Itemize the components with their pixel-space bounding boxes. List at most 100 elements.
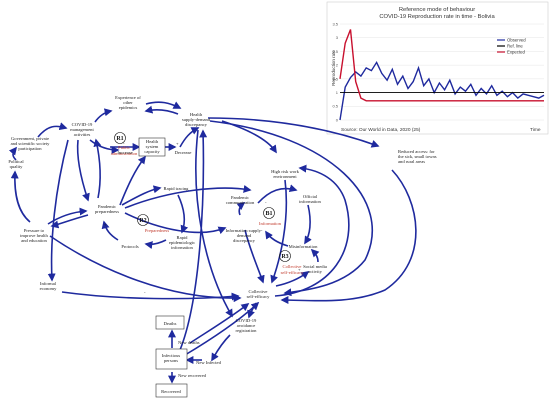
- chart-title-1: Reference mode of behaviour: [399, 7, 475, 13]
- link-avoid-to-newinfected: [211, 334, 231, 362]
- var-high-risk-1: High risk work: [271, 169, 300, 174]
- var-covid-avoid-2: avoidance: [237, 323, 256, 328]
- link-protocols-to-prep: [101, 220, 119, 241]
- link-misinfo-to-infosd: [265, 230, 289, 247]
- var-increase: Increase: [117, 150, 132, 155]
- chart-series-lines: [339, 29, 545, 121]
- link-infosd-to-collective: [244, 229, 265, 284]
- chart-y-label: Reproduction rate: [331, 50, 336, 86]
- var-rapid-epi-1: Rapid: [177, 235, 189, 240]
- link-pressure-to-prep: [47, 207, 88, 225]
- legend-observed: Observed: [507, 38, 526, 43]
- link-newdeaths-to-collective: [189, 303, 250, 344]
- link-collective-to-highrisk: [274, 164, 350, 297]
- var-gov-3: participation: [18, 146, 42, 151]
- var-health-sd-2: supply-demand: [182, 117, 211, 122]
- var-health-sd-1: Health: [190, 112, 203, 117]
- var-covid-mgmt-2: management: [70, 127, 94, 132]
- loop-r2-name: Preparedness: [145, 228, 169, 233]
- var-social-media-2: activity: [308, 269, 322, 274]
- link-epi-to-protocols: [144, 239, 167, 249]
- variables: Experience of other epidemics COVID-19 m…: [8, 95, 436, 394]
- chart-y-tick-label: 3: [336, 35, 339, 40]
- var-recovered: Recovered: [161, 389, 181, 394]
- loop-b1-symbol: [263, 207, 275, 219]
- var-informal-economy-1: Informal: [40, 281, 57, 286]
- link-prep-to-comm: [124, 185, 252, 209]
- loop-b1-id: B1: [265, 211, 272, 217]
- loop-r3-name-2: self-efficacy: [281, 270, 305, 275]
- var-political-2: quality: [10, 164, 23, 169]
- link-reduced-to-collective: [280, 169, 417, 305]
- chart-y-tick-label: 3.5: [332, 21, 338, 26]
- chart-source: Source: Our World in Data, 2020 (25): [341, 127, 421, 133]
- loop-symbols: R1 Public administration R2 Preparedness…: [111, 132, 305, 275]
- link-prep-to-tracing: [121, 185, 162, 206]
- link-infosd-to-comm: [236, 202, 246, 216]
- series-expected: [339, 29, 544, 102]
- link-prep-to-infosd: [124, 212, 227, 235]
- polarity-signs: - + - + - +: [104, 141, 301, 295]
- var-high-risk-2: environment: [273, 174, 297, 179]
- var-covid-avoid-3: registration: [236, 328, 258, 333]
- chart-legend: Observed Ref. line Expected: [497, 38, 526, 55]
- var-info-sd-1: Information supply-: [226, 228, 263, 233]
- link-infectious-to-collective: [184, 301, 260, 356]
- sign-3: -: [144, 290, 146, 295]
- stock-recovered: [155, 383, 188, 398]
- link-experience-to-healthsd: [145, 101, 182, 109]
- loop-r1-id: R1: [116, 136, 123, 142]
- link-healthsd-to-collective-arc: [209, 120, 374, 297]
- sign-1: -: [123, 141, 125, 146]
- var-reduced-access-1: Reduced access: for: [398, 149, 435, 154]
- var-official-info-2: information: [299, 199, 321, 204]
- chart-y-ticks: 00.511.522.533.5: [332, 21, 338, 122]
- link-prep-to-pressure: [50, 214, 89, 229]
- var-collective-se-2: self-efficacy: [247, 294, 271, 299]
- var-new-infected: New Infected: [196, 360, 222, 365]
- link-gov-to-mgmt: [37, 122, 68, 138]
- link-mgmt-to-increase: [89, 139, 120, 154]
- sign-6: +: [104, 222, 107, 227]
- link-healthsd-to-highrisk: [221, 120, 277, 154]
- var-info-sd-3: discrepancy: [233, 238, 256, 243]
- link-mgmt-to-informal: [47, 139, 69, 282]
- chart-y-tick-label: 0: [336, 117, 339, 122]
- var-pressure-2: improve health: [20, 233, 48, 238]
- var-reduced-access-2: the sick, small towns: [398, 154, 437, 160]
- var-official-info-1: Official: [303, 194, 318, 199]
- var-health-cap-2: system: [146, 144, 159, 149]
- var-pandemic-comm-1: Pandemic: [231, 195, 249, 200]
- causal-links: [8, 101, 417, 384]
- loop-r1-symbol: [114, 132, 126, 144]
- link-highrisk-to-collective: [270, 179, 288, 284]
- series-observed: [339, 60, 545, 121]
- var-rapid-epi-2: epidemiologic: [169, 240, 195, 245]
- legend-expected: Expected: [507, 50, 526, 55]
- var-covid-mgmt-1: COVID-19: [72, 122, 93, 127]
- loop-r3-id: R3: [281, 254, 288, 260]
- var-pandemic-comm-2: communication: [226, 200, 255, 205]
- link-official-to-misinfo: [304, 204, 312, 245]
- loop-r1-name-2: administration: [111, 151, 138, 156]
- var-health-cap-3: capacity: [144, 149, 160, 154]
- chart-y-tick-label: 1: [336, 90, 339, 95]
- var-experience-1: Experience of: [115, 95, 141, 100]
- chart-x-label: Time: [530, 127, 541, 133]
- var-rapid-epi-3: information: [171, 245, 193, 250]
- chart-y-tick-label: 1.5: [332, 76, 338, 81]
- link-political-to-gov: [8, 146, 17, 161]
- legend-ref-line: Ref. line: [507, 44, 523, 49]
- link-mgmt-to-prep: [76, 139, 90, 202]
- loop-b1-name: Information: [259, 221, 282, 226]
- var-political-1: Political: [8, 159, 24, 164]
- var-infectious-1: Infectious: [162, 353, 181, 358]
- stock-deaths: [155, 315, 185, 330]
- sign-4: +: [298, 267, 301, 272]
- loop-r3-symbol: [279, 250, 291, 262]
- link-mgmt-to-experience: [94, 108, 113, 123]
- stock-health-capacity: [138, 137, 166, 157]
- link-decrease-to-healthsd: [179, 127, 200, 148]
- loop-r1-name-1: Public: [118, 145, 130, 150]
- link-prep-to-capacity: [119, 155, 146, 206]
